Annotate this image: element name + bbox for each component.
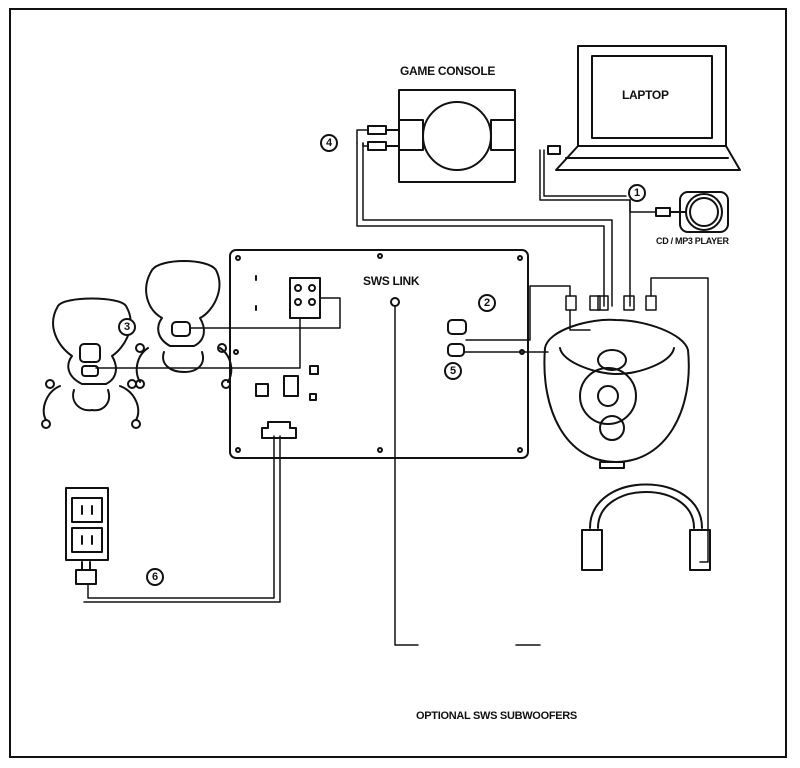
cd-mp3-player [655,191,729,233]
subwoofer-back-panel [229,249,529,459]
cables [83,129,709,646]
marker-5: 5 [444,362,462,380]
label-laptop: LAPTOP [622,88,669,102]
diagram-frame [9,8,787,758]
satellite-speaker-right [135,260,233,389]
laptop [547,45,741,171]
wall-outlet [65,487,109,585]
marker-3: 3 [118,318,136,336]
headphones [581,483,711,571]
marker-4: 4 [320,134,338,152]
game-console [367,89,516,183]
label-cd-mp3-player: CD / MP3 PLAYER [656,236,729,246]
label-optional-subwoofers: OPTIONAL SWS SUBWOOFERS [416,710,577,722]
label-game-console: GAME CONSOLE [400,64,496,78]
label-sws-link: SWS LINK [363,274,420,288]
control-pod [543,318,690,469]
marker-2: 2 [478,294,496,312]
marker-1: 1 [628,184,646,202]
marker-6: 6 [146,568,164,586]
